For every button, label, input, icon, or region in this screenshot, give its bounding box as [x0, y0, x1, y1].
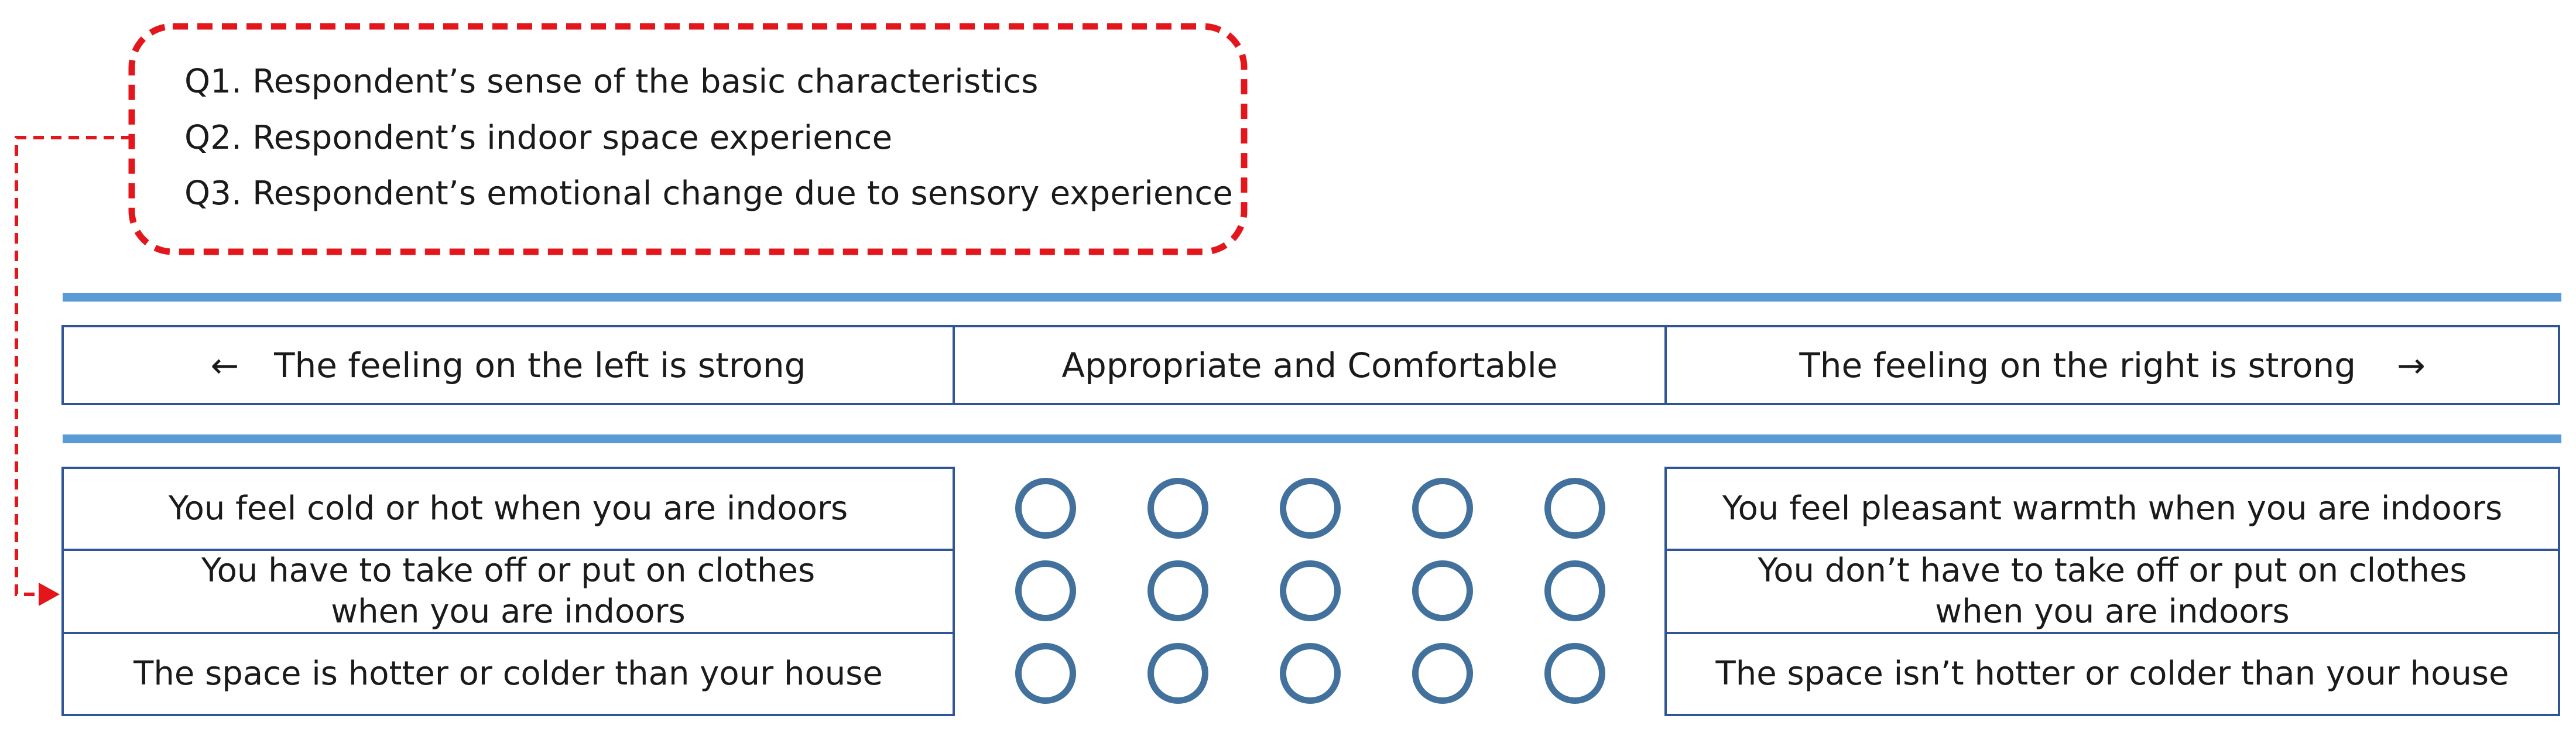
- row-3-rating-4[interactable]: [1412, 643, 1473, 704]
- row-3-rating-5[interactable]: [1544, 643, 1605, 704]
- row-2-rating-5[interactable]: [1544, 560, 1605, 621]
- connector-arrowhead: [39, 583, 60, 606]
- top-rule: [63, 293, 2561, 302]
- row-3-rating-1[interactable]: [1015, 643, 1076, 704]
- row-2-rating-4[interactable]: [1412, 560, 1473, 621]
- left-arrow-icon: ←: [210, 345, 239, 385]
- connector-line: [15, 136, 132, 596]
- row-2-rating-2[interactable]: [1147, 560, 1208, 621]
- row-1-rating-4[interactable]: [1412, 478, 1473, 539]
- row-2-left-statement: You have to take off or put on clothes w…: [61, 549, 955, 634]
- question-2: Q2. Respondent’s indoor space experience: [184, 119, 893, 157]
- right-arrow-icon: →: [2397, 345, 2426, 385]
- header-left-label: The feeling on the left is strong: [274, 345, 806, 385]
- row-3-rating-2[interactable]: [1147, 643, 1208, 704]
- middle-rule: [63, 434, 2561, 443]
- header-right-cell: The feeling on the right is strong →: [1664, 325, 2560, 405]
- row-3-right-statement: The space isn’t hotter or colder than yo…: [1664, 632, 2560, 716]
- row-3-left-text: The space is hotter or colder than your …: [133, 655, 883, 693]
- question-3: Q3. Respondent’s emotional change due to…: [184, 174, 1233, 213]
- header-right-label: The feeling on the right is strong: [1799, 345, 2356, 385]
- row-1-rating-1[interactable]: [1015, 478, 1076, 539]
- row-1-rating-2[interactable]: [1147, 478, 1208, 539]
- question-1: Q1. Respondent’s sense of the basic char…: [184, 63, 1039, 101]
- header-center-cell: Appropriate and Comfortable: [953, 325, 1667, 405]
- row-1-left-text: You feel cold or hot when you are indoor…: [168, 490, 848, 528]
- row-1-right-statement: You feel pleasant warmth when you are in…: [1664, 467, 2560, 551]
- row-3-rating-3[interactable]: [1280, 643, 1341, 704]
- row-1-rating-5[interactable]: [1544, 478, 1605, 539]
- row-1-rating-3[interactable]: [1280, 478, 1341, 539]
- row-2-left-text-line1: You have to take off or put on clothes: [201, 552, 816, 590]
- row-1-right-text: You feel pleasant warmth when you are in…: [1722, 490, 2503, 528]
- row-2-right-text-line2: when you are indoors: [1935, 593, 2290, 631]
- row-2-right-text-line1: You don’t have to take off or put on clo…: [1758, 552, 2467, 590]
- row-2-left-text-line2: when you are indoors: [331, 593, 686, 631]
- row-3-left-statement: The space is hotter or colder than your …: [61, 632, 955, 716]
- row-2-right-statement: You don’t have to take off or put on clo…: [1664, 549, 2560, 634]
- header-center-label: Appropriate and Comfortable: [1061, 345, 1558, 385]
- header-left-cell: ← The feeling on the left is strong: [61, 325, 955, 405]
- row-3-right-text: The space isn’t hotter or colder than yo…: [1715, 655, 2509, 693]
- row-2-rating-3[interactable]: [1280, 560, 1341, 621]
- row-1-left-statement: You feel cold or hot when you are indoor…: [61, 467, 955, 551]
- row-2-rating-1[interactable]: [1015, 560, 1076, 621]
